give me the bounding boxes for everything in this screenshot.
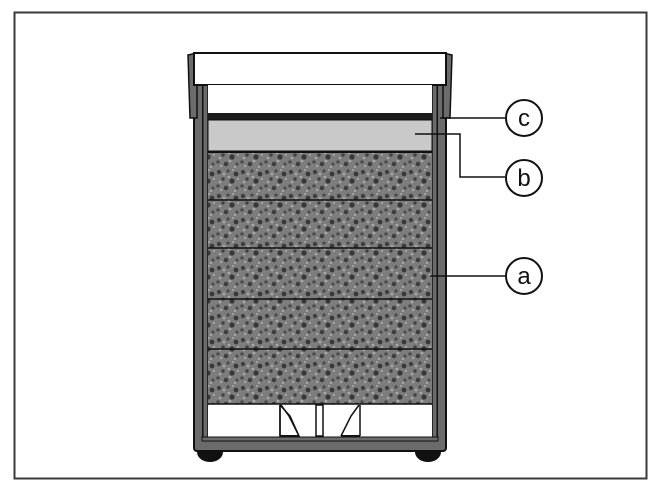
callout-circle-c [505,99,543,137]
foam-layer-2 [208,200,432,248]
callout-circle-b [505,159,543,197]
inner-wall-line-left [202,85,204,440]
inner-wall-line-right [436,85,438,440]
foam-layer-4 [208,299,432,349]
callout-label-a: a [517,263,531,290]
headspace [208,85,432,113]
foam-layer-5 [208,349,432,404]
callout-label-c: c [518,105,530,132]
callout-line-b [415,133,505,178]
pad-layer [207,119,433,152]
lid-top [193,52,447,86]
bottom-support [208,404,432,437]
foam-layer-1 [208,152,432,200]
container-floor [201,436,439,442]
cover-layer [208,113,432,120]
callouts: c b a [415,99,543,295]
foam-layer-3 [208,248,432,299]
callout-label-b: b [517,165,530,192]
callout-circle-a [505,257,543,295]
foam-stack [208,151,432,405]
